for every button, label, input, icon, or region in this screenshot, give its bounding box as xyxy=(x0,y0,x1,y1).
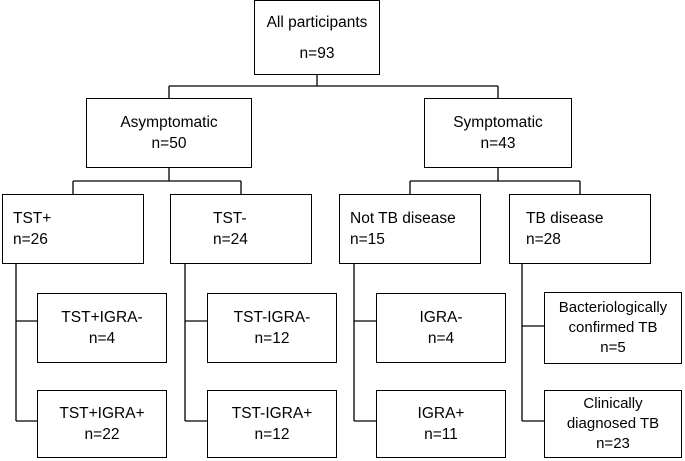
node-line1: Clinically xyxy=(583,395,643,412)
node-count: n=22 xyxy=(84,426,120,443)
node-count: n=4 xyxy=(88,330,116,347)
node-count: n=15 xyxy=(350,231,385,248)
node-line1: Bacteriologically xyxy=(558,299,668,316)
node-title: TST- xyxy=(213,210,247,227)
node-tst-pos-igra-pos: TST+IGRA+ n=22 xyxy=(37,390,167,458)
node-title: TST+ xyxy=(13,210,52,227)
node-asymptomatic: Asymptomatic n=50 xyxy=(86,98,252,168)
node-clinically-diagnosed-tb: Clinically diagnosed TB n=23 xyxy=(544,390,682,458)
node-count: n=93 xyxy=(299,44,335,62)
node-symptomatic: Symptomatic n=43 xyxy=(424,98,572,168)
node-count: n=23 xyxy=(596,435,630,452)
node-count: n=4 xyxy=(427,330,455,347)
node-tst-pos-igra-neg: TST+IGRA- n=4 xyxy=(37,293,167,363)
node-tst-neg-igra-pos: TST-IGRA+ n=12 xyxy=(207,390,337,458)
node-count: n=5 xyxy=(600,339,626,356)
node-title: Asymptomatic xyxy=(120,114,218,131)
node-tst-negative: TST- n=24 xyxy=(170,194,312,264)
node-count: n=26 xyxy=(13,231,48,248)
node-title: TST+IGRA+ xyxy=(59,405,145,422)
node-count: n=11 xyxy=(424,426,458,443)
node-line2: diagnosed TB xyxy=(566,415,660,432)
node-title: TB disease xyxy=(526,210,604,227)
node-count: n=28 xyxy=(526,231,561,248)
node-all-participants: All participants n=93 xyxy=(254,0,380,75)
node-tst-neg-igra-neg: TST-IGRA- n=12 xyxy=(207,293,337,363)
node-title: All participants xyxy=(266,13,368,31)
node-bacteriologically-confirmed-tb: Bacteriologically confirmed TB n=5 xyxy=(544,292,682,364)
node-tb-disease: TB disease n=28 xyxy=(509,194,651,264)
node-count: n=24 xyxy=(213,231,248,248)
node-title: Not TB disease xyxy=(350,210,456,227)
node-not-tb-disease: Not TB disease n=15 xyxy=(339,194,481,264)
node-title: TST+IGRA- xyxy=(61,309,143,326)
node-title: IGRA- xyxy=(419,309,463,326)
node-title: IGRA+ xyxy=(417,405,465,422)
node-title: Symptomatic xyxy=(453,114,543,131)
node-count: n=43 xyxy=(480,135,516,152)
node-tst-positive: TST+ n=26 xyxy=(2,194,144,264)
node-count: n=12 xyxy=(254,426,290,443)
node-igra-neg: IGRA- n=4 xyxy=(376,293,506,363)
node-line2: confirmed TB xyxy=(568,319,658,336)
node-title: TST-IGRA- xyxy=(233,309,311,326)
node-igra-pos: IGRA+ n=11 xyxy=(376,390,506,458)
node-count: n=12 xyxy=(254,330,290,347)
node-count: n=50 xyxy=(151,135,187,152)
node-title: TST-IGRA+ xyxy=(231,405,313,422)
